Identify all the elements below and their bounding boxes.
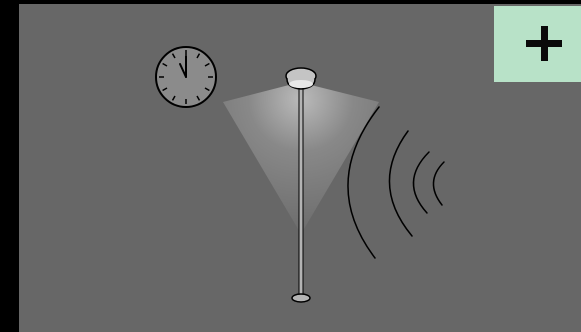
clock-icon: [156, 47, 216, 107]
add-button[interactable]: [494, 6, 581, 82]
scene-canvas: [19, 4, 581, 332]
